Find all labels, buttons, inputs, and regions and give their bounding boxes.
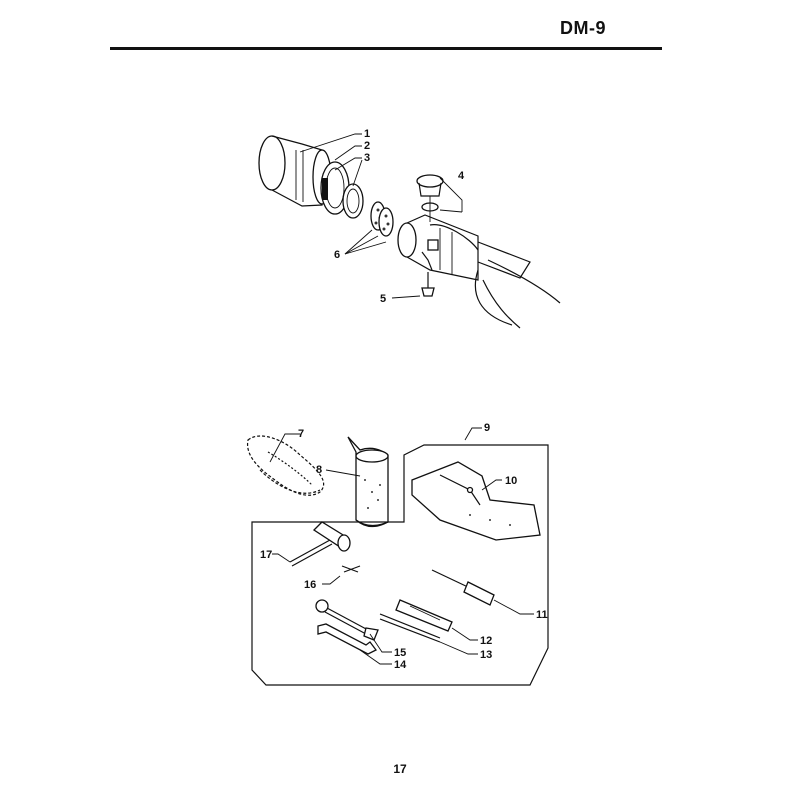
callout-17: 17: [260, 549, 272, 561]
part-11-screwdriver: [431, 569, 534, 615]
callout-7: 7: [298, 428, 304, 440]
part-3-gasket: [342, 183, 364, 219]
callout-2: 2: [364, 140, 370, 152]
tool-kit-figure: 7 8 9 10: [247, 422, 549, 686]
callout-15: 15: [394, 647, 406, 659]
part-5-plug: [421, 272, 435, 297]
callout-8: 8: [316, 464, 322, 476]
callout-4: 4: [458, 170, 465, 182]
callout-6: 6: [334, 249, 340, 261]
callout-1: 1: [364, 128, 370, 140]
part-16-clip: [322, 565, 361, 585]
part-13-rod: [379, 613, 478, 655]
header-rule: [110, 47, 662, 50]
part-6-screens: [370, 201, 394, 237]
part-17-spark-plug-wrench: [272, 521, 351, 567]
page-title: DM-9: [560, 18, 606, 38]
carburetor-assembly-figure: 1 2 3 4 5 6: [258, 128, 561, 329]
callout-11: 11: [536, 609, 548, 621]
part-14-wrench: [317, 623, 392, 665]
part-10-cloth-bag: [411, 461, 541, 541]
carburetor-body: [397, 214, 561, 329]
part-7-saw-chain: [247, 433, 325, 496]
callout-14: 14: [394, 659, 407, 671]
part-8-mixing-container: [325, 436, 389, 528]
callout-12: 12: [480, 635, 492, 647]
callout-16: 16: [304, 579, 316, 591]
page-number: 17: [393, 762, 407, 776]
part-4-choke-knob: [416, 174, 444, 222]
part-15-combination-wrench: [315, 599, 392, 653]
part-1-intake-funnel: [258, 135, 332, 207]
callout-13: 13: [480, 649, 492, 661]
callout-9: 9: [484, 422, 490, 434]
part-2-clamp-ring: [320, 161, 350, 215]
part-12-file: [395, 599, 478, 641]
callout-5: 5: [380, 293, 386, 305]
part-9-tool-bag: [251, 427, 549, 686]
callout-10: 10: [505, 475, 517, 487]
callout-3: 3: [364, 152, 370, 164]
